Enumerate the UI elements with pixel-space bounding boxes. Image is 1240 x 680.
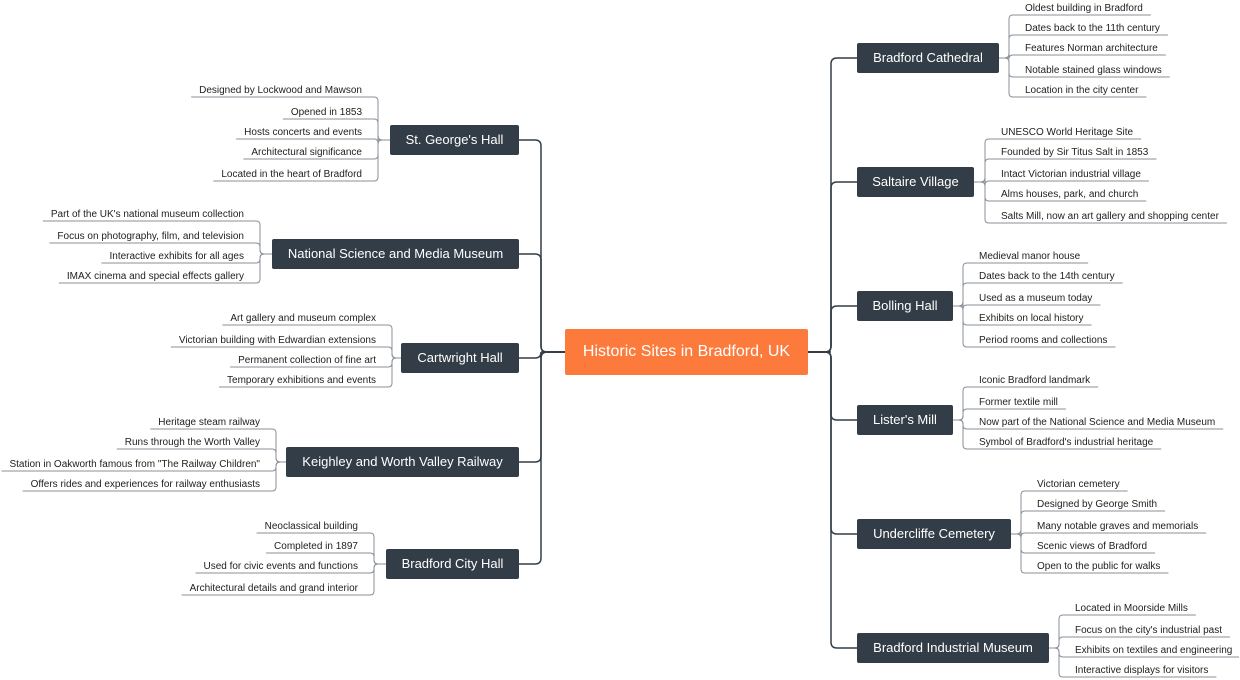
- detail-left-1-0[interactable]: Part of the UK's national museum collect…: [50, 209, 244, 220]
- branch-left-0: [519, 139, 565, 353]
- detail-right-4-3[interactable]: Scenic views of Bradford: [1037, 541, 1148, 552]
- detail-left-2-3[interactable]: Temporary exhibitions and events: [227, 375, 376, 386]
- topic-right-0[interactable]: Bradford Cathedral: [857, 43, 999, 73]
- detail-left-4-0[interactable]: Neoclassical building: [264, 521, 358, 532]
- detail-right-3-3[interactable]: Symbol of Bradford's industrial heritage: [979, 437, 1154, 448]
- branch-left-3: [519, 351, 565, 463]
- branch-left-1: [519, 253, 565, 353]
- detail-right-4-4[interactable]: Open to the public for walks: [1037, 561, 1161, 572]
- detail-line-left-2-3: [219, 357, 401, 388]
- detail-right-4-0[interactable]: Victorian cemetery: [1037, 479, 1120, 490]
- detail-line-right-0-4: [999, 57, 1147, 98]
- detail-left-0-0[interactable]: Designed by Lockwood and Mawson: [199, 85, 362, 96]
- detail-right-3-2[interactable]: Now part of the National Science and Med…: [979, 417, 1216, 428]
- detail-line-right-3-3: [953, 419, 1162, 450]
- detail-left-2-1[interactable]: Victorian building with Edwardian extens…: [178, 335, 376, 346]
- detail-left-4-2[interactable]: Used for civic events and functions: [203, 561, 358, 572]
- branch-right-2: [808, 305, 857, 353]
- detail-left-0-3[interactable]: Architectural significance: [251, 147, 362, 158]
- detail-right-1-3[interactable]: Alms houses, park, and church: [1001, 189, 1139, 200]
- detail-right-0-3[interactable]: Notable stained glass windows: [1025, 65, 1162, 76]
- detail-left-0-2[interactable]: Hosts concerts and events: [244, 127, 362, 138]
- topic-right-4[interactable]: Undercliffe Cemetery: [857, 519, 1011, 549]
- detail-left-1-3[interactable]: IMAX cinema and special effects gallery: [66, 271, 244, 282]
- topic-left-2[interactable]: Cartwright Hall: [401, 343, 519, 373]
- detail-right-1-2[interactable]: Intact Victorian industrial village: [1001, 169, 1141, 180]
- detail-right-3-0[interactable]: Iconic Bradford landmark: [979, 375, 1091, 386]
- detail-left-4-1[interactable]: Completed in 1897: [274, 541, 358, 552]
- branch-right-1: [808, 181, 857, 353]
- topic-left-1[interactable]: National Science and Media Museum: [272, 239, 519, 269]
- detail-right-0-1[interactable]: Dates back to the 11th century: [1025, 23, 1160, 34]
- detail-right-1-0[interactable]: UNESCO World Heritage Site: [1001, 127, 1134, 138]
- topic-left-0[interactable]: St. George's Hall: [390, 125, 519, 155]
- detail-left-3-2[interactable]: Station in Oakworth famous from "The Rai…: [9, 459, 260, 470]
- topic-right-3[interactable]: Lister's Mill: [857, 405, 953, 435]
- detail-line-left-0-4: [213, 139, 390, 182]
- detail-right-4-2[interactable]: Many notable graves and memorials: [1037, 521, 1199, 532]
- detail-left-0-4[interactable]: Located in the heart of Bradford: [221, 169, 362, 180]
- detail-left-0-1[interactable]: Opened in 1853: [290, 107, 362, 118]
- detail-right-5-2[interactable]: Exhibits on textiles and engineering: [1075, 645, 1233, 656]
- detail-right-3-1[interactable]: Former textile mill: [979, 397, 1058, 408]
- branch-left-4: [519, 351, 565, 565]
- detail-left-1-2[interactable]: Interactive exhibits for all ages: [109, 251, 244, 262]
- detail-left-3-1[interactable]: Runs through the Worth Valley: [124, 437, 260, 448]
- detail-left-1-1[interactable]: Focus on photography, film, and televisi…: [57, 231, 244, 242]
- detail-right-5-0[interactable]: Located in Moorside Mills: [1075, 603, 1188, 614]
- detail-line-left-4-3: [181, 563, 386, 596]
- detail-right-2-0[interactable]: Medieval manor house: [979, 251, 1081, 262]
- topic-right-1[interactable]: Saltaire Village: [857, 167, 974, 197]
- detail-right-2-1[interactable]: Dates back to the 14th century: [979, 271, 1115, 282]
- detail-left-3-3[interactable]: Offers rides and experiences for railway…: [30, 479, 260, 490]
- topic-right-2[interactable]: Bolling Hall: [857, 291, 953, 321]
- detail-right-1-1[interactable]: Founded by Sir Titus Salt in 1853: [1001, 147, 1149, 158]
- detail-right-1-4[interactable]: Salts Mill, now an art gallery and shopp…: [1001, 211, 1219, 222]
- detail-right-5-3[interactable]: Interactive displays for visitors: [1075, 665, 1209, 676]
- detail-line-right-5-3: [1049, 647, 1217, 678]
- root-topic[interactable]: Historic Sites in Bradford, UK: [565, 329, 808, 375]
- detail-line-left-1-3: [58, 253, 272, 284]
- branch-right-5: [808, 351, 857, 649]
- detail-right-5-1[interactable]: Focus on the city's industrial past: [1075, 625, 1222, 636]
- detail-left-2-2[interactable]: Permanent collection of fine art: [238, 355, 376, 366]
- detail-right-2-2[interactable]: Used as a museum today: [979, 293, 1093, 304]
- detail-left-3-0[interactable]: Heritage steam railway: [158, 417, 260, 428]
- topic-right-5[interactable]: Bradford Industrial Museum: [857, 633, 1049, 663]
- topic-left-4[interactable]: Bradford City Hall: [386, 549, 519, 579]
- detail-left-4-3[interactable]: Architectural details and grand interior: [189, 583, 358, 594]
- detail-line-right-1-4: [974, 181, 1227, 224]
- detail-line-right-4-4: [1011, 533, 1169, 574]
- branch-right-3: [808, 351, 857, 421]
- detail-left-2-0[interactable]: Art gallery and museum complex: [230, 313, 376, 324]
- detail-right-0-4[interactable]: Location in the city center: [1025, 85, 1139, 96]
- topic-left-3[interactable]: Keighley and Worth Valley Railway: [286, 447, 519, 477]
- detail-line-left-3-3: [22, 461, 286, 492]
- detail-right-2-4[interactable]: Period rooms and collections: [979, 335, 1108, 346]
- detail-right-0-2[interactable]: Features Norman architecture: [1025, 43, 1158, 54]
- detail-right-2-3[interactable]: Exhibits on local history: [979, 313, 1084, 324]
- detail-line-right-2-4: [953, 305, 1116, 348]
- branch-right-4: [808, 351, 857, 535]
- detail-right-0-0[interactable]: Oldest building in Bradford: [1025, 3, 1143, 14]
- detail-right-4-1[interactable]: Designed by George Smith: [1037, 499, 1158, 510]
